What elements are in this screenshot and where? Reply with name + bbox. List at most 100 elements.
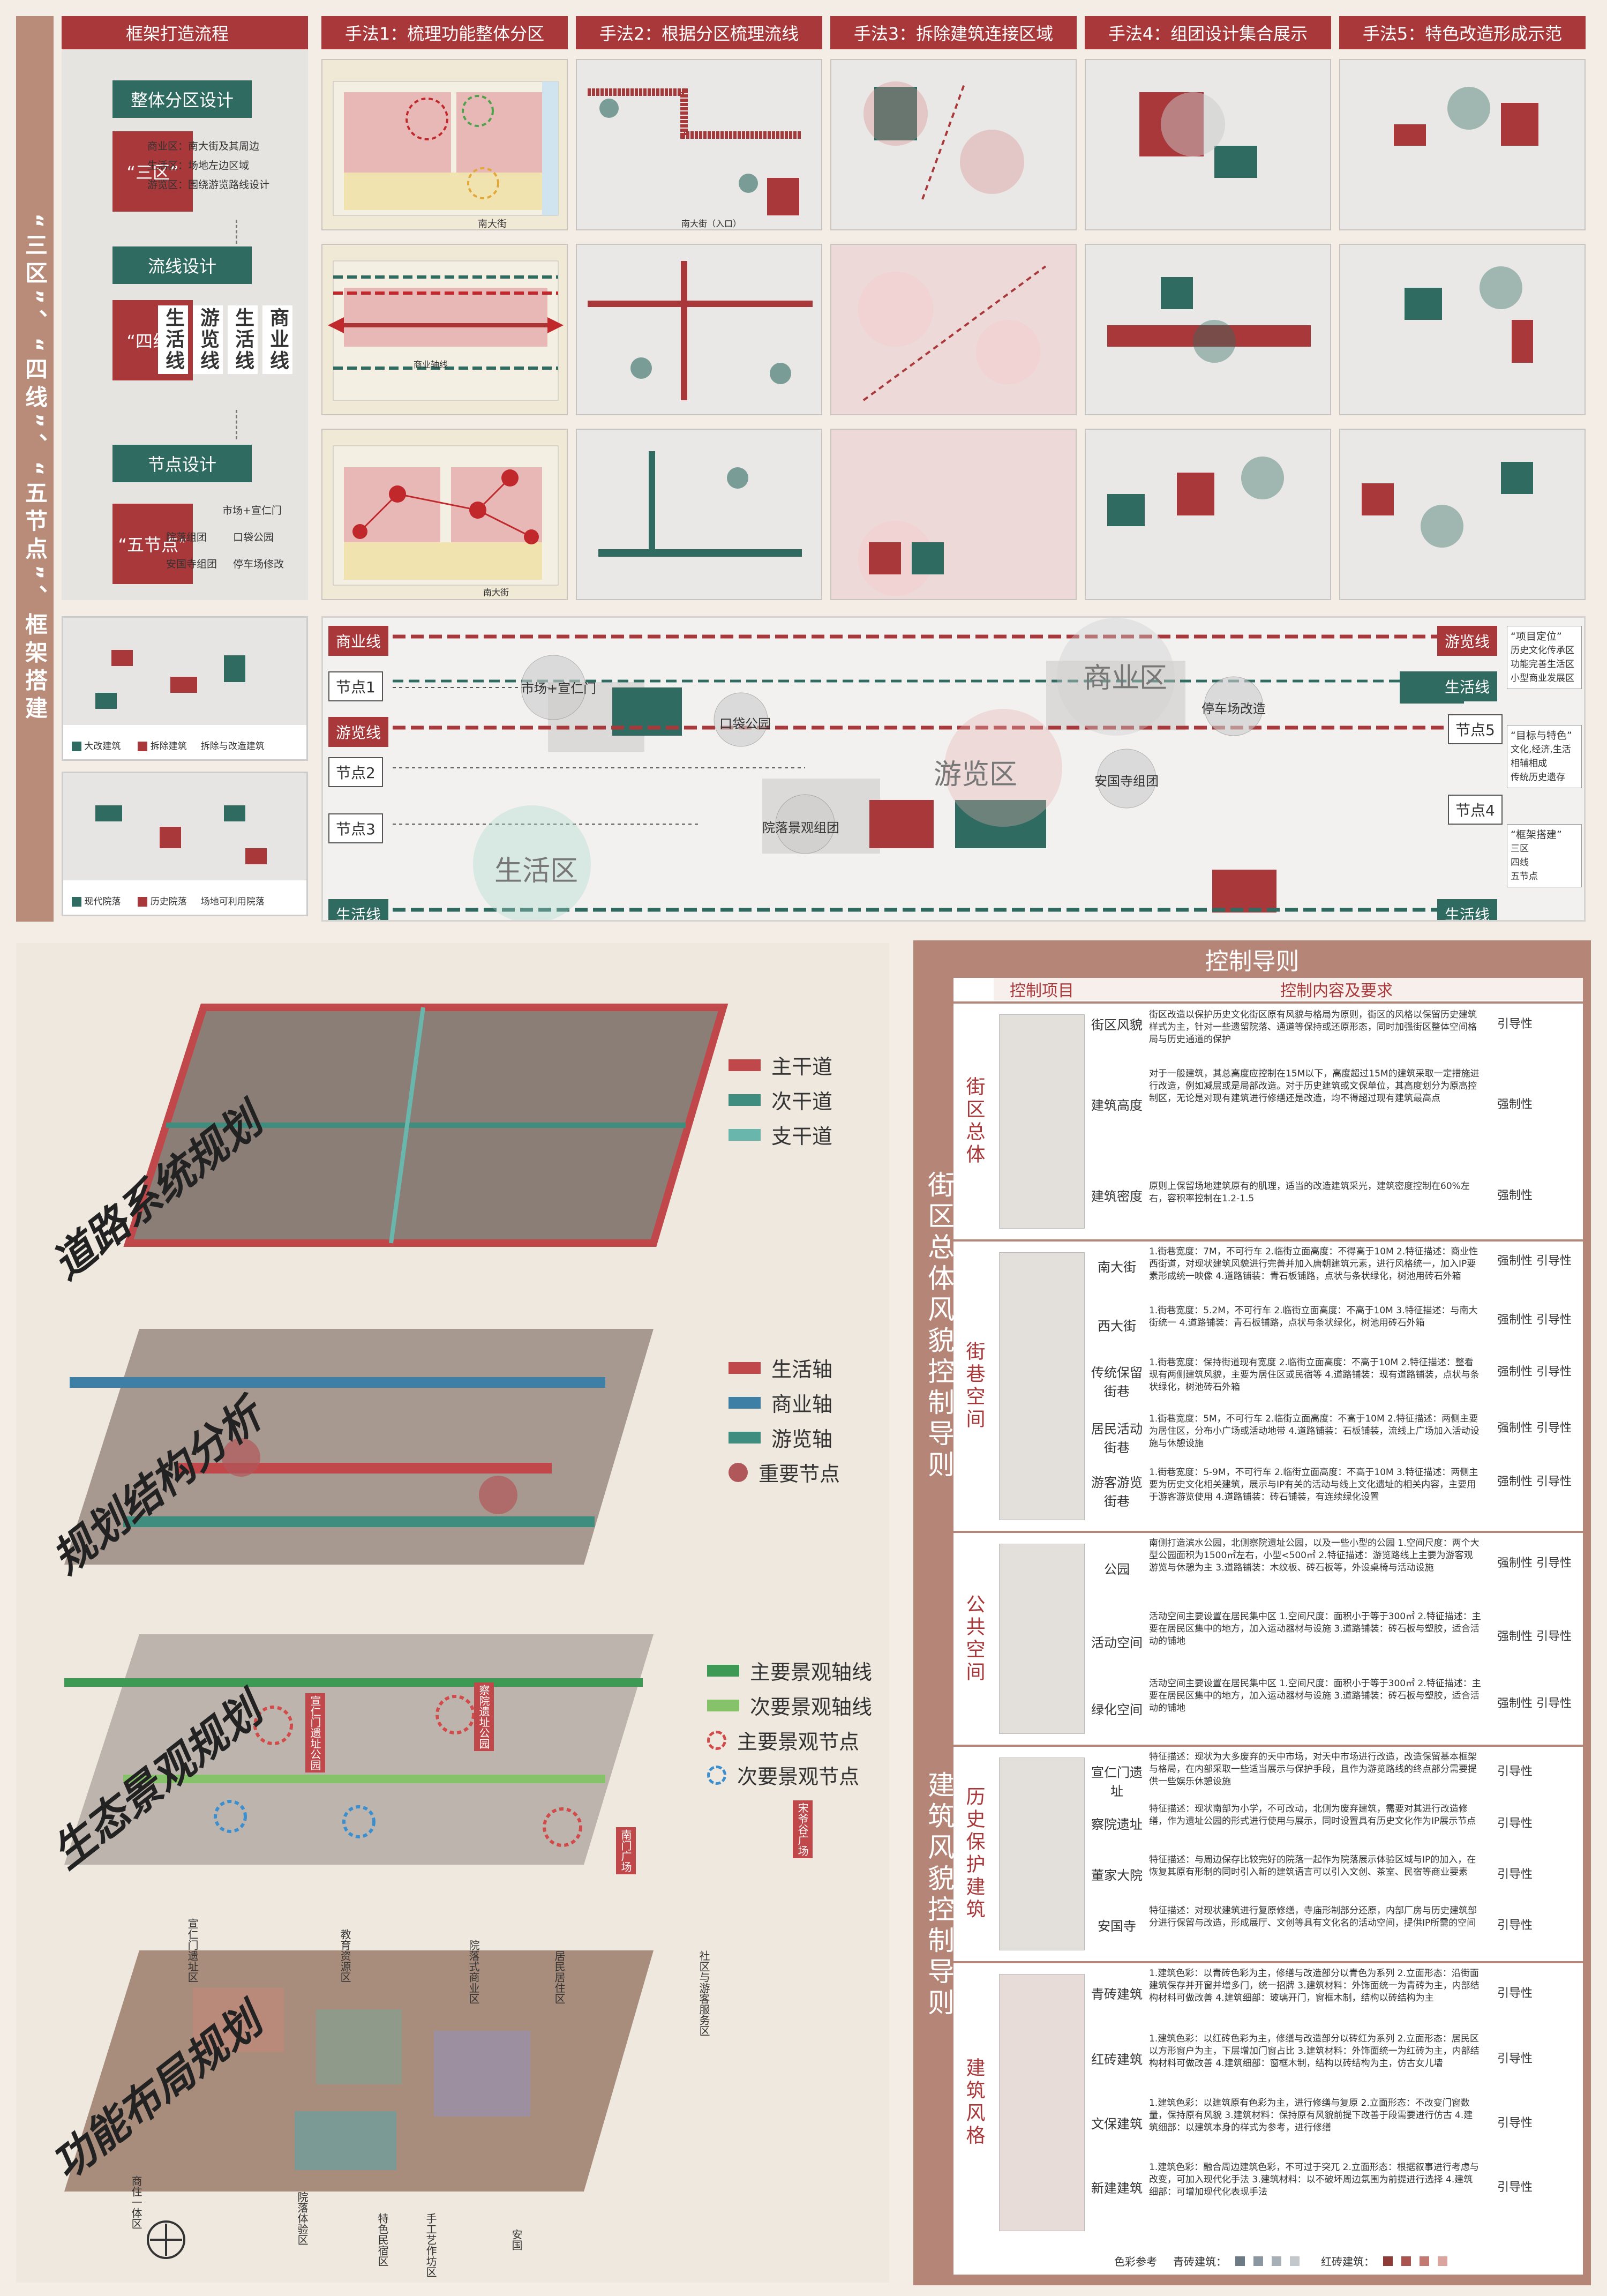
row-item: 南大街 — [1098, 1260, 1136, 1275]
method-5-map-1 — [1339, 59, 1586, 230]
tag-node-2: 节点2 — [328, 757, 383, 787]
row-text: 特征描述：现状为大多废弃的天中市场，对天中市场进行改造，改造保留基本框架与格局，… — [1149, 1752, 1477, 1787]
section-thumbnail — [999, 1252, 1085, 1520]
func-zone-label: 安国 — [510, 2229, 523, 2250]
func-zone-label: 商住一体区 — [130, 2175, 142, 2229]
info-line: 相辅相成 — [1511, 758, 1547, 769]
row-type: 引导性 — [1497, 2181, 1533, 2194]
col-header-item: 控制项目 — [994, 978, 1090, 1000]
legend-label: 支干道 — [771, 1125, 833, 1148]
row-item: 红砖建筑 — [1091, 2052, 1143, 2067]
legend-item: 场地可利用院落 — [200, 896, 265, 907]
row-type: 引导性 — [1497, 1919, 1533, 1932]
zone-tour: 游览区 — [934, 759, 1018, 791]
color-swatch — [1235, 2256, 1245, 2266]
side-title: “三区”、“四线”、“五节点”、框架搭建 — [21, 213, 48, 724]
color-ref-label: 色彩参考 — [1114, 2255, 1157, 2268]
method-3-map-2 — [830, 244, 1077, 415]
section-thumbnail — [999, 1014, 1085, 1229]
row-text: 1.街巷宽度：保持街道现有宽度 2.临街立面高度：不高于10M 2.特征描述：整… — [1149, 1357, 1480, 1393]
row-type: 引导性 — [1497, 1868, 1533, 1881]
col-header-requirement: 控制内容及要求 — [1090, 978, 1583, 1000]
row-item: 西大街 — [1098, 1319, 1136, 1334]
func-zone-label: 居民居住区 — [553, 1950, 566, 2004]
row-item: 街区风貌 — [1091, 1018, 1143, 1033]
flow-node-5: 停车场修改 — [233, 558, 284, 570]
color-ref-blue-label: 青砖建筑： — [1173, 2255, 1227, 2268]
legend-label: 游览轴 — [771, 1427, 833, 1451]
tag-life-line: 生活线 — [328, 899, 389, 920]
courtyard-map: 现代院落 历史院落 场地可利用院落 — [62, 772, 308, 916]
method-2-header: 手法2：根据分区梳理流线 — [576, 16, 822, 49]
func-zone-label: 院落体验区 — [296, 2192, 309, 2245]
flow-line-3: 生活线 — [228, 305, 258, 374]
row-item: 宣仁门遗址 — [1091, 1765, 1143, 1799]
legend-secondary-landscape-axis: 次要景观轴线 — [707, 1691, 872, 1720]
flow-node-4: 安国寺组团 — [166, 558, 217, 570]
section-thumbnail — [999, 1544, 1085, 1734]
legend-item: 历史院落 — [150, 896, 187, 907]
tag-node-5: 节点5 — [1448, 714, 1503, 744]
eco-node-songye: 宋爷谷广场 — [793, 1800, 813, 1858]
color-swatch — [1383, 2256, 1393, 2266]
node-label-pocket-park: 口袋公园 — [719, 716, 771, 731]
row-item: 居民活动街巷 — [1091, 1422, 1143, 1455]
legend-item: 大改建筑 — [84, 741, 121, 752]
info-line: 文化,经济,生活 — [1511, 744, 1571, 755]
method-2-map-3 — [576, 429, 822, 600]
row-type: 引导性 — [1497, 1987, 1533, 2000]
tag-tour-line: 游览线 — [328, 717, 389, 747]
method-3-map-3 — [830, 429, 1077, 600]
flow-arrow — [236, 410, 237, 439]
flow-arrow — [236, 220, 237, 244]
flow-panel: 框架打造流程 整体分区设计 “三区” 商业区：南大街及其周边 生活区：场地左边区… — [62, 16, 308, 600]
flow-step-1: 整体分区设计 — [112, 80, 252, 118]
legend-tour-axis: 游览轴 — [729, 1423, 832, 1452]
flow-header: 框架打造流程 — [62, 16, 308, 49]
row-text: 1.街巷宽度：5-9M，不可行车 2.临街立面高度：不高于10M 3.特征描述：… — [1149, 1467, 1478, 1502]
tag-node-3: 节点3 — [328, 813, 383, 843]
section-label: 街巷空间 — [963, 1341, 985, 1431]
row-text: 1.街巷宽度：5M，不可行车 2.临街立面高度：不高于10M 2.特征描述：两侧… — [1149, 1414, 1480, 1449]
node-label-anguo: 安国寺组团 — [1094, 774, 1159, 789]
method-3-header: 手法3：拆除建筑连接区域 — [830, 16, 1077, 49]
row-item: 文保建筑 — [1091, 2116, 1143, 2132]
legend-label: 次干道 — [771, 1090, 833, 1113]
row-type: 强制性 引导性 — [1497, 1630, 1572, 1643]
row-item: 察院遗址 — [1091, 1817, 1143, 1832]
method-5-map-2 — [1339, 244, 1586, 415]
color-swatch — [1438, 2256, 1447, 2266]
flow-step-3: 节点设计 — [112, 445, 252, 482]
row-type: 引导性 — [1497, 2052, 1533, 2066]
row-type: 强制性 引导性 — [1497, 1697, 1572, 1710]
func-zone-label: 院落式商业区 — [467, 1940, 480, 2004]
row-text: 特征描述：对现状建筑进行复原修缮，寺庙形制部分还原，内部厂房与历史建筑部分进行保… — [1149, 1905, 1477, 1928]
row-type: 强制性 引导性 — [1497, 1254, 1572, 1268]
row-text: 1.街巷宽度：5.2M，不可行车 2.临街立面高度：不高于10M 3.特征描述：… — [1149, 1305, 1478, 1328]
demolition-map: 大改建筑 拆除建筑 拆除与改造建筑 — [62, 616, 308, 761]
row-type: 引导性 — [1497, 2116, 1533, 2130]
info-line: 三区 — [1511, 843, 1529, 854]
row-item: 建筑密度 — [1091, 1189, 1143, 1204]
flow-zone-item: 游览区：围绕游览路线设计 — [147, 179, 270, 191]
legend-label: 主要景观节点 — [737, 1730, 860, 1754]
legend-item: 现代院落 — [84, 896, 121, 907]
row-text: 1.建筑色彩：以建筑原有色彩为主，进行修缮与复原 2.立面形态：不改变门窗数量，… — [1149, 2098, 1473, 2133]
tag-commercial-line: 商业线 — [328, 626, 389, 656]
section-thumbnail — [999, 1974, 1085, 2231]
legend-label: 生活轴 — [771, 1358, 833, 1381]
legend-label: 重要节点 — [759, 1462, 840, 1486]
legend-key-node: 重要节点 — [729, 1457, 840, 1487]
row-text: 街区改造以保护历史文化街区原有风貌与格局为原则，街区的风格以保留历史建筑样式为主… — [1149, 1009, 1477, 1045]
color-swatch — [1401, 2256, 1411, 2266]
row-text: 1.建筑色彩：融合周边建筑色彩，不可过于突兀 2.立面形态：根据叙事进行考虑与改… — [1149, 2162, 1479, 2197]
map-label-south-street: 南大街 — [478, 219, 507, 230]
row-text: 1.建筑色彩：以红砖色彩为主，修缮与改造部分以砖红为系列 2.立面形态：居民区以… — [1149, 2033, 1480, 2069]
info-title: “项目定位” — [1511, 631, 1562, 642]
flow-box-nodes: “五节点” — [112, 504, 193, 584]
guide-table: 控制项目 控制内容及要求 街区总体 街区风貌街区改造以保护历史文化街区原有风貌与… — [953, 978, 1583, 2275]
row-item: 新建建筑 — [1091, 2181, 1143, 2196]
legend-demolition: 大改建筑 拆除建筑 拆除与改造建筑 — [69, 738, 265, 752]
